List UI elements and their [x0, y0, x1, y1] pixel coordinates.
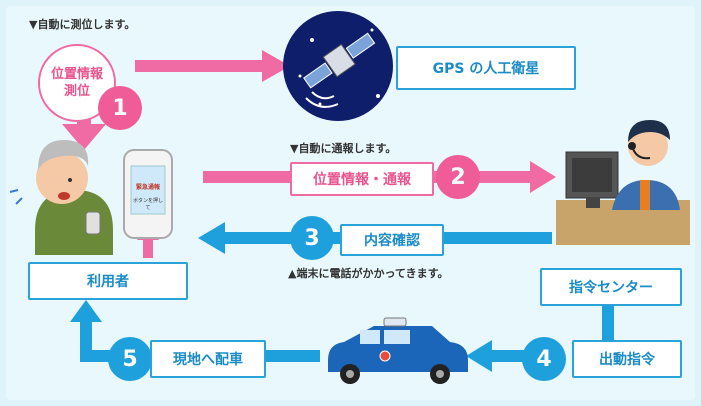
step-4-badge: 4	[522, 337, 566, 381]
report-label: 位置情報・通報	[290, 162, 434, 196]
position-measure-line1: 位置情報	[50, 67, 103, 82]
gps-satellite-label: GPS の人工衛星	[396, 46, 576, 90]
phone-screen-sub: ボタンを押して	[132, 198, 163, 211]
user-label: 利用者	[28, 262, 188, 300]
taxi-illustration	[328, 317, 468, 384]
operator-illustration	[556, 120, 690, 245]
confirm-label: 内容確認	[340, 224, 444, 256]
satellite-illustration	[283, 11, 393, 121]
step-3-badge: 3	[290, 216, 334, 260]
phone-screen-title: 緊急通報	[135, 184, 160, 191]
position-measure-line2: 測位	[63, 84, 90, 99]
user-illustration	[9, 140, 113, 255]
command-center-label: 指令センター	[540, 268, 682, 306]
phone-illustration	[123, 149, 173, 239]
step-2-badge: 2	[436, 155, 480, 199]
dispatch-label: 出動指令	[572, 340, 682, 378]
arrow-to-gps	[135, 50, 290, 82]
line-center-to-dispatch	[602, 300, 614, 340]
note-auto-report: ▼自動に通報します。	[290, 142, 397, 155]
to-site-label: 現地へ配車	[150, 340, 266, 378]
note-auto-position: ▼自動に測位します。	[29, 18, 136, 31]
note-call-terminal: ▲端末に電話がかかってきます。	[288, 267, 449, 280]
step-5-badge: 5	[108, 337, 152, 381]
step-1-badge: 1	[98, 86, 142, 130]
